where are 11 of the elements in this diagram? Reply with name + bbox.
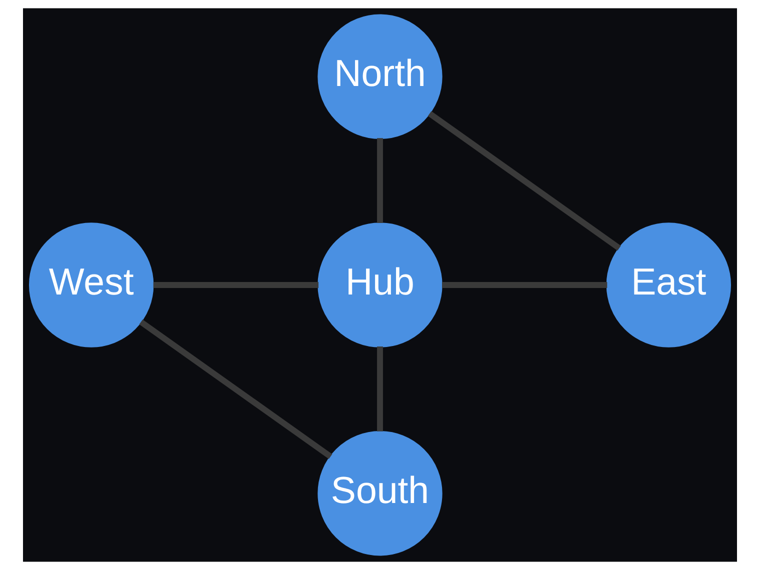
node-circle: East bbox=[606, 222, 732, 348]
node-circle: North bbox=[318, 14, 442, 139]
connector bbox=[377, 138, 383, 224]
connector bbox=[139, 320, 332, 459]
connector bbox=[428, 111, 621, 251]
node-circle: Hub bbox=[318, 222, 442, 348]
node-circle: South bbox=[318, 431, 442, 556]
connector bbox=[377, 346, 383, 432]
connector bbox=[442, 282, 608, 288]
connector bbox=[153, 282, 318, 288]
node-circle: West bbox=[28, 222, 154, 348]
